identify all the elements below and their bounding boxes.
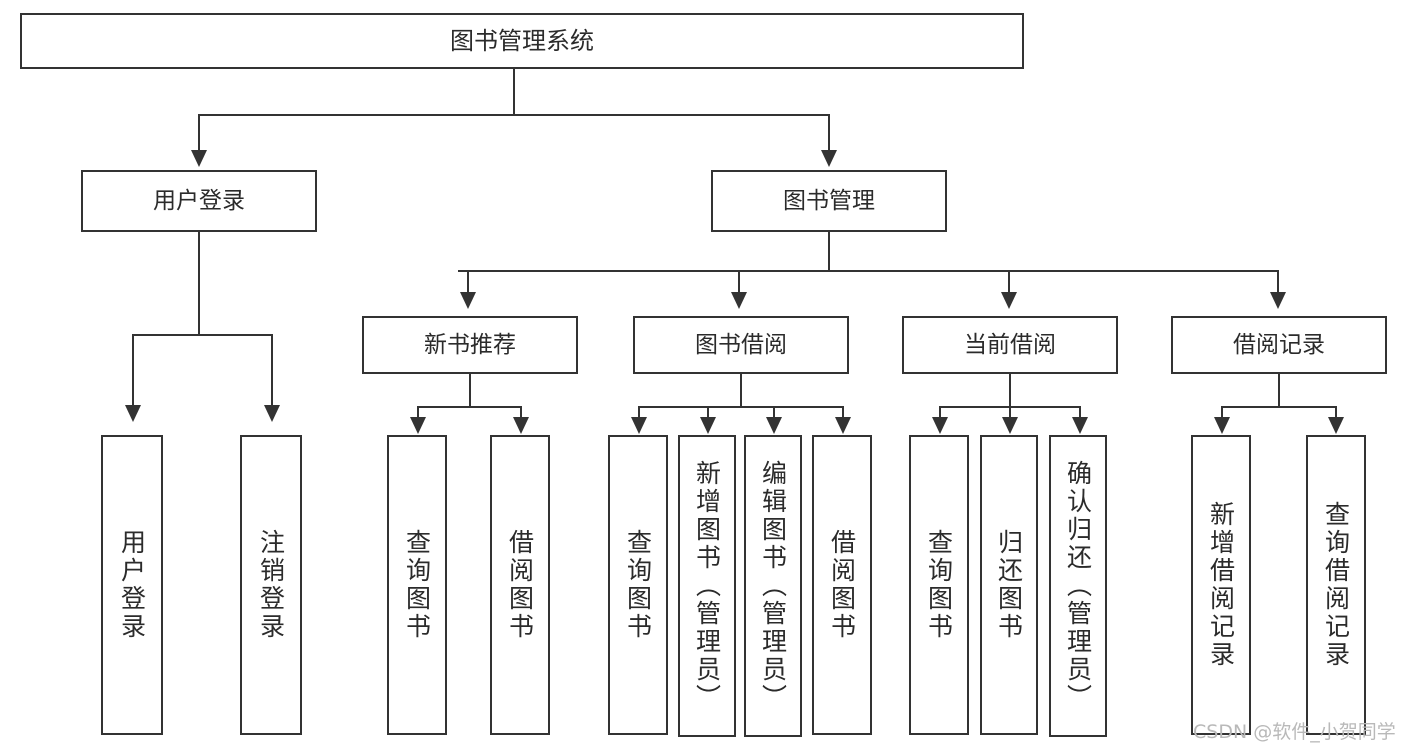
edge-to-user-login (198, 114, 200, 154)
arrow-nb-leaf-2 (513, 417, 529, 434)
arrow-to-current-borrow (1001, 292, 1017, 309)
leaf-add-borrow-record[interactable]: 新增借阅记录 (1191, 435, 1251, 735)
node-current-borrow[interactable]: 当前借阅 (902, 316, 1118, 374)
edge-user-login-stem (198, 232, 200, 335)
node-label: 当前借阅 (964, 331, 1056, 358)
node-label: 借阅图书 (505, 529, 535, 641)
node-label: 查询借阅记录 (1321, 501, 1351, 669)
edge-to-leaf-user-login (132, 334, 134, 408)
arrow-to-borrow-record (1270, 292, 1286, 309)
node-label: 编辑图书（管理员） (758, 460, 788, 712)
leaf-query-book-current[interactable]: 查询图书 (909, 435, 969, 735)
node-user-login[interactable]: 用户登录 (81, 170, 317, 232)
edge-to-leaf-logout (271, 334, 273, 408)
node-label: 图书管理系统 (450, 27, 594, 55)
edge-to-current-borrow (1008, 270, 1010, 295)
edge-book-borrow-bar (639, 406, 843, 408)
node-label: 用户登录 (153, 187, 245, 214)
node-label: 图书借阅 (695, 331, 787, 358)
edge-book-manage-stem (828, 232, 830, 271)
edge-to-book-manage (828, 114, 830, 154)
edge-to-borrow-record (1277, 270, 1279, 295)
edge-borrow-record-stem (1278, 374, 1280, 407)
node-label: 查询图书 (402, 529, 432, 641)
edge-user-login-bar (133, 334, 273, 336)
node-label: 确认归还（管理员） (1063, 460, 1093, 712)
arrow-to-new-book (460, 292, 476, 309)
leaf-add-book-admin[interactable]: 新增图书（管理员） (678, 435, 736, 737)
leaf-return-book[interactable]: 归还图书 (980, 435, 1038, 735)
leaf-borrow-book-recommend[interactable]: 借阅图书 (490, 435, 550, 735)
arrow-to-user-login (191, 150, 207, 167)
node-label: 归还图书 (994, 529, 1024, 641)
node-book-borrow[interactable]: 图书借阅 (633, 316, 849, 374)
edge-borrow-record-bar (1222, 406, 1336, 408)
node-label: 新书推荐 (424, 331, 516, 358)
edge-level2-bar (199, 114, 830, 116)
node-new-book-recommend[interactable]: 新书推荐 (362, 316, 578, 374)
node-borrow-record[interactable]: 借阅记录 (1171, 316, 1387, 374)
node-root-system[interactable]: 图书管理系统 (20, 13, 1024, 69)
node-label: 查询图书 (924, 529, 954, 641)
arrow-br-leaf-2 (1328, 417, 1344, 434)
edge-to-book-borrow (738, 270, 740, 295)
edge-new-book-stem (469, 374, 471, 407)
node-label: 查询图书 (623, 529, 653, 641)
node-book-management[interactable]: 图书管理 (711, 170, 947, 232)
leaf-query-borrow-record[interactable]: 查询借阅记录 (1306, 435, 1366, 735)
arrow-to-book-borrow (731, 292, 747, 309)
leaf-borrow-book[interactable]: 借阅图书 (812, 435, 872, 735)
node-label: 借阅记录 (1233, 331, 1325, 358)
edge-current-borrow-stem (1009, 374, 1011, 407)
leaf-confirm-return-admin[interactable]: 确认归还（管理员） (1049, 435, 1107, 737)
arrow-cb-leaf-3 (1072, 417, 1088, 434)
node-label: 借阅图书 (827, 529, 857, 641)
edge-to-new-book (467, 270, 469, 295)
arrow-cb-leaf-2 (1002, 417, 1018, 434)
arrow-bb-leaf-3 (766, 417, 782, 434)
leaf-edit-book-admin[interactable]: 编辑图书（管理员） (744, 435, 802, 737)
edge-new-book-bar (418, 406, 522, 408)
leaf-user-login[interactable]: 用户登录 (101, 435, 163, 735)
arrow-bb-leaf-2 (700, 417, 716, 434)
arrow-br-leaf-1 (1214, 417, 1230, 434)
node-label: 图书管理 (783, 187, 875, 214)
arrow-bb-leaf-1 (631, 417, 647, 434)
arrow-to-book-manage (821, 150, 837, 167)
node-label: 注销登录 (256, 529, 286, 641)
leaf-query-book-borrow[interactable]: 查询图书 (608, 435, 668, 735)
edge-book-borrow-stem (740, 374, 742, 407)
leaf-query-book-recommend[interactable]: 查询图书 (387, 435, 447, 735)
node-label: 新增图书（管理员） (692, 460, 722, 712)
edge-root-stem (513, 69, 515, 115)
arrow-to-leaf-logout (264, 405, 280, 422)
leaf-logout[interactable]: 注销登录 (240, 435, 302, 735)
node-label: 用户登录 (117, 529, 147, 641)
arrow-nb-leaf-1 (410, 417, 426, 434)
arrow-cb-leaf-1 (932, 417, 948, 434)
arrow-bb-leaf-4 (835, 417, 851, 434)
arrow-to-leaf-user-login (125, 405, 141, 422)
node-label: 新增借阅记录 (1206, 501, 1236, 669)
edge-level3-bar (458, 270, 1279, 272)
